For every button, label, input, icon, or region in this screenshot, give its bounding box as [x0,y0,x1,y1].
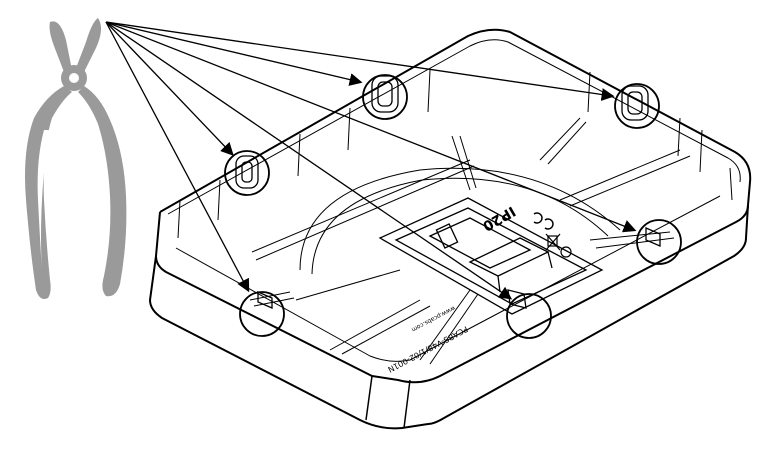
callout-circle-clip-right [614,83,660,129]
floor-label-group: IP20 PCABS-V48/1/02-001N www.pcabs.com [386,203,518,375]
pliers-pivot-hole [69,73,79,83]
recycle-icon [560,246,572,258]
pliers-left-grip-cutout [37,130,50,272]
arrow-to-clip-center [105,21,363,86]
callout-arrows [105,21,637,300]
arrow-to-clip-left [105,21,234,156]
enclosure-tray [149,28,752,430]
ce-mark-icon [533,212,554,230]
callout-circle-clip-front-left [239,291,285,337]
arrow-to-clip-right [105,21,615,101]
callout-circles [224,74,682,339]
arrow-to-clip-front-right [105,21,637,233]
arrow-to-clip-front-left [105,21,250,293]
callout-circle-clip-front-center [506,293,552,339]
callout-circle-clip-front-right [636,219,682,265]
callout-circle-clip-center [362,74,408,120]
snap-clips [235,75,661,309]
arrow-to-clip-front-center [105,21,513,300]
tray-floor-ribs [177,69,703,365]
callout-circle-clip-left [224,150,270,196]
weee-bin-icon [545,233,561,251]
